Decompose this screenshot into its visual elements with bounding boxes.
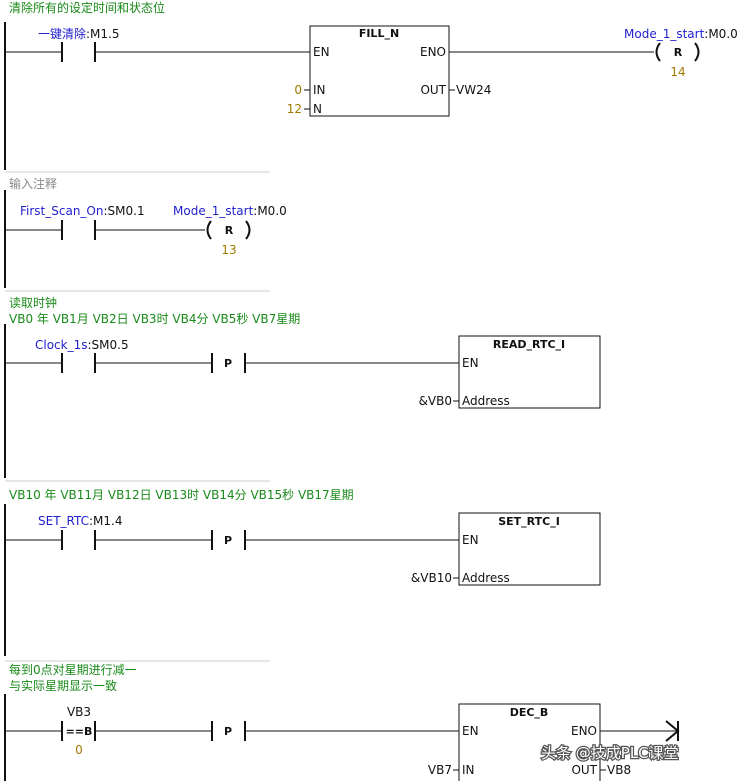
dec-b-box[interactable]: DEC_B EN ENO IN OUT	[458, 703, 601, 781]
contact-label: First_Scan_On:SM0.1	[20, 204, 145, 218]
coil-symbol: Mode_1_start	[624, 27, 705, 41]
network-comment: 输入注释	[9, 176, 57, 191]
network-comment: VB10 年 VB11月 VB12日 VB13时 VB14分 VB15秒 VB1…	[9, 488, 354, 502]
coil-count[interactable]: 14	[670, 65, 685, 79]
pin-en: EN	[462, 533, 479, 547]
compare-contact[interactable]: ==B	[61, 721, 96, 741]
pin-eno: ENO	[420, 45, 446, 59]
network-5[interactable]: 每到0点对星期进行减一 与实际星期显示一致 VB3 ==B 0 P DEC_B …	[4, 662, 680, 781]
network-comment: VB0 年 VB1月 VB2日 VB3时 VB4分 VB5秒 VB7星期	[9, 312, 300, 326]
network-4[interactable]: VB10 年 VB11月 VB12日 VB13时 VB14分 VB15秒 VB1…	[4, 488, 601, 662]
in-value[interactable]: 0	[294, 83, 302, 97]
set-rtc-box[interactable]: SET_RTC_I EN Address	[458, 512, 601, 586]
coil-label: Mode_1_start:M0.0	[173, 204, 287, 218]
network-comment: 读取时钟	[9, 295, 57, 310]
contact-address: :M1.5	[86, 27, 119, 41]
edge-label: P	[224, 534, 232, 547]
address-value[interactable]: &VB0	[419, 394, 452, 408]
box-title: DEC_B	[510, 706, 549, 719]
contact-label: SET_RTC:M1.4	[38, 514, 122, 528]
box-title: READ_RTC_I	[493, 338, 565, 351]
positive-edge-contact[interactable]: P	[211, 721, 246, 741]
watermark: 头条 @技成PLC课堂	[541, 744, 679, 762]
coil-address: :M0.0	[704, 27, 737, 41]
network-2[interactable]: 输入注释 First_Scan_On:SM0.1 Mode_1_start:M0…	[4, 176, 287, 292]
no-contact[interactable]	[61, 353, 96, 373]
pin-en: EN	[313, 45, 330, 59]
pin-out: OUT	[420, 83, 446, 97]
pin-eno: ENO	[571, 724, 597, 738]
contact-address: :M1.4	[89, 514, 122, 528]
pin-address: Address	[462, 394, 510, 408]
read-rtc-box[interactable]: READ_RTC_I EN Address	[458, 335, 601, 409]
in-value[interactable]: VB7	[428, 763, 452, 777]
contact-address: :SM0.5	[88, 338, 129, 352]
compare-operand-2[interactable]: 0	[75, 743, 83, 757]
coil-count[interactable]: 13	[221, 243, 236, 257]
contact-symbol: First_Scan_On	[20, 204, 103, 218]
network-1[interactable]: 清除所有的设定时间和状态位 一键清除:M1.5 FILL_N EN ENO IN…	[4, 0, 738, 173]
coil-label: Mode_1_start:M0.0	[624, 27, 738, 41]
contact-address: :SM0.1	[103, 204, 144, 218]
no-contact[interactable]	[61, 530, 96, 550]
reset-coil[interactable]: R	[206, 220, 251, 240]
pin-en: EN	[462, 356, 479, 370]
contact-symbol: SET_RTC	[38, 514, 89, 528]
pin-n: N	[313, 102, 322, 116]
contact-label: Clock_1s:SM0.5	[35, 338, 129, 352]
contact-label: 一键清除:M1.5	[38, 26, 120, 41]
pin-en: EN	[462, 724, 479, 738]
compare-operand-1[interactable]: VB3	[67, 705, 91, 719]
pin-address: Address	[462, 571, 510, 585]
network-comment: 与实际星期显示一致	[9, 678, 117, 693]
box-title: FILL_N	[359, 27, 399, 40]
reset-coil[interactable]: R	[655, 42, 700, 62]
n-value[interactable]: 12	[287, 102, 302, 116]
box-title: SET_RTC_I	[498, 515, 560, 528]
out-value[interactable]: VW24	[456, 83, 491, 97]
positive-edge-contact[interactable]: P	[211, 530, 246, 550]
coil-symbol: Mode_1_start	[173, 204, 254, 218]
fill-n-box[interactable]: FILL_N EN ENO IN N OUT	[309, 25, 450, 117]
network-comment: 每到0点对星期进行减一	[9, 662, 137, 677]
contact-symbol: 一键清除	[38, 26, 86, 41]
coil-type: R	[225, 224, 234, 237]
compare-operator: ==B	[66, 725, 93, 738]
pin-in: IN	[313, 83, 326, 97]
edge-label: P	[224, 357, 232, 370]
contact-symbol: Clock_1s	[35, 338, 88, 352]
output-arrow	[665, 720, 680, 742]
no-contact[interactable]	[61, 220, 96, 240]
network-3[interactable]: 读取时钟 VB0 年 VB1月 VB2日 VB3时 VB4分 VB5秒 VB7星…	[4, 295, 601, 482]
pin-in: IN	[462, 763, 475, 777]
coil-address: :M0.0	[253, 204, 286, 218]
no-contact[interactable]	[61, 42, 96, 62]
pin-out: OUT	[571, 763, 597, 777]
edge-label: P	[224, 725, 232, 738]
out-value[interactable]: VB8	[607, 763, 631, 777]
positive-edge-contact[interactable]: P	[211, 353, 246, 373]
coil-type: R	[674, 46, 683, 59]
network-comment: 清除所有的设定时间和状态位	[9, 0, 165, 15]
address-value[interactable]: &VB10	[411, 571, 452, 585]
